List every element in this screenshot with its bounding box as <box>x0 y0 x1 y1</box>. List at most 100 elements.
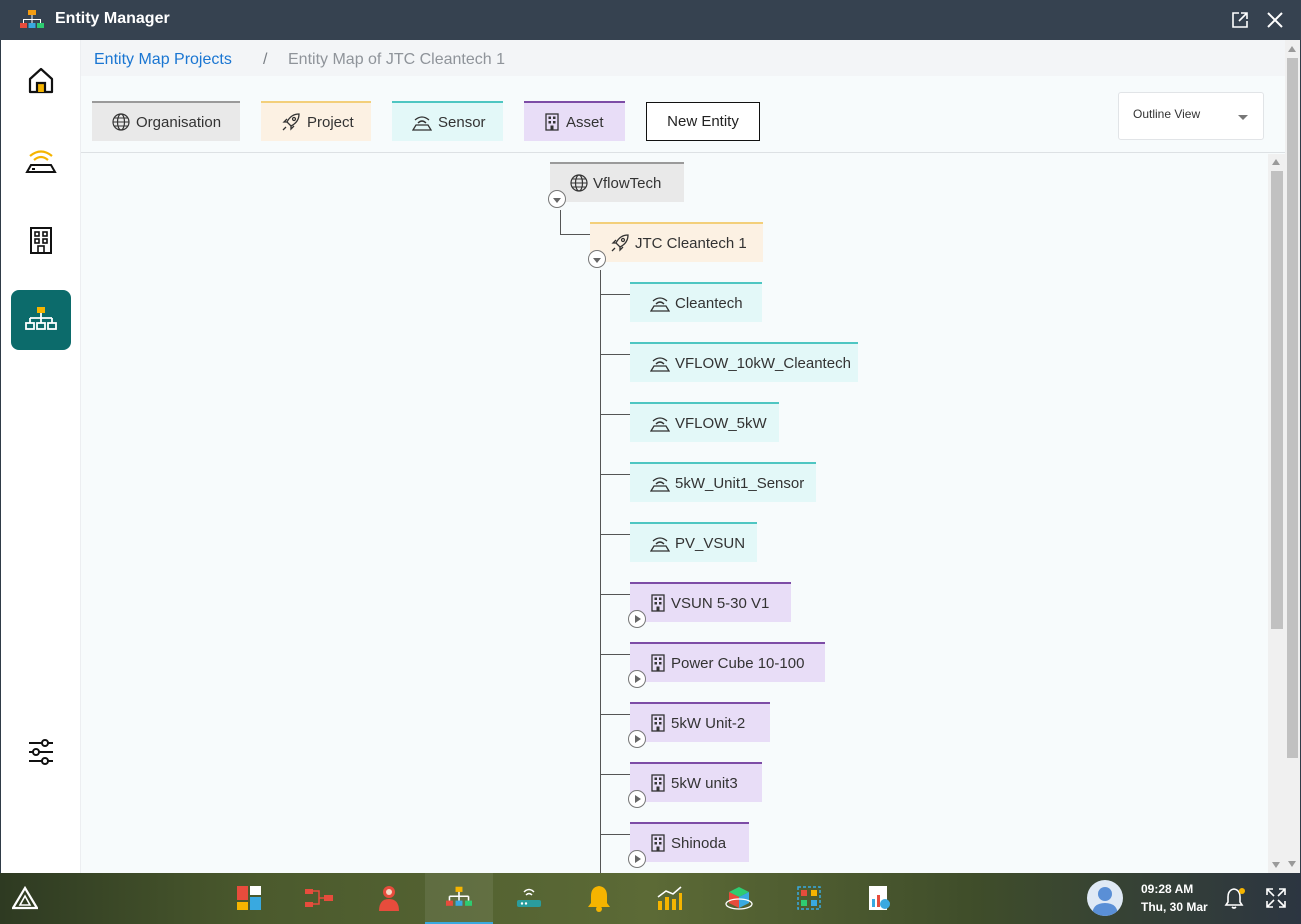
legend-organisation[interactable]: Organisation <box>92 101 240 141</box>
analytics-icon <box>657 886 682 910</box>
bell-icon <box>1224 888 1245 909</box>
taskbar-reports[interactable] <box>864 883 894 913</box>
user-icon <box>379 886 399 911</box>
scroll-down-icon[interactable] <box>1272 862 1280 868</box>
tree-node-organisation[interactable]: VflowTech <box>550 162 684 202</box>
expand-toggle[interactable] <box>628 850 646 868</box>
tree-connector <box>600 774 630 775</box>
tree-node-label: 5kW Unit-2 <box>671 714 746 732</box>
title-bar: Entity Manager <box>0 0 1301 40</box>
cube-icon <box>725 887 753 910</box>
expand-toggle[interactable] <box>628 610 646 628</box>
expand-toggle[interactable] <box>628 670 646 688</box>
tree-node-asset[interactable]: VSUN 5-30 V1 <box>630 582 791 622</box>
close-icon[interactable] <box>1265 10 1285 30</box>
tree-node-sensor[interactable]: 5kW_Unit1_Sensor <box>630 462 816 502</box>
expand-toggle[interactable] <box>628 790 646 808</box>
scrollbar-thumb[interactable] <box>1287 58 1298 758</box>
tree-node-sensor[interactable]: VFLOW_10kW_Cleantech <box>630 342 858 382</box>
building-icon <box>651 834 665 852</box>
start-icon[interactable] <box>12 886 38 910</box>
tree-node-project[interactable]: JTC Cleantech 1 <box>590 222 763 262</box>
breadcrumb: Entity Map Projects / Entity Map of JTC … <box>81 40 1285 76</box>
scroll-down-icon[interactable] <box>1288 861 1296 867</box>
scroll-up-icon[interactable] <box>1272 159 1280 165</box>
breadcrumb-entity-map-projects[interactable]: Entity Map Projects <box>94 51 232 68</box>
legend-project[interactable]: Project <box>261 101 371 141</box>
sidebar <box>1 40 81 873</box>
tree-connector <box>600 414 630 415</box>
tree-connector <box>600 294 630 295</box>
flow-icon <box>305 889 333 907</box>
chevron-right-icon <box>635 855 641 863</box>
scrollbar-thumb[interactable] <box>1271 171 1283 629</box>
dashboard-icon <box>237 886 261 910</box>
tree-node-asset[interactable]: Power Cube 10-100 <box>630 642 825 682</box>
tree-node-label: PV_VSUN <box>675 534 746 552</box>
legend-label: Project <box>307 113 354 131</box>
tree-node-label: VFLOW_5kW <box>675 414 767 432</box>
legend-asset[interactable]: Asset <box>524 101 625 141</box>
collapse-toggle[interactable] <box>548 190 566 208</box>
collapse-toggle[interactable] <box>588 250 606 268</box>
sidebar-item-sensors[interactable] <box>11 130 71 190</box>
building-icon <box>651 594 665 612</box>
tree-connector <box>600 654 630 655</box>
legend-sensor[interactable]: Sensor <box>392 101 503 141</box>
tree-node-asset[interactable]: 5kW Unit-2 <box>630 702 770 742</box>
tree-node-sensor[interactable]: Cleantech <box>630 282 762 322</box>
taskbar-diagram[interactable] <box>794 883 824 913</box>
taskbar: 09:28 AM Thu, 30 Mar <box>0 873 1301 924</box>
diagram-icon <box>797 886 821 910</box>
taskbar-devices[interactable] <box>514 883 544 913</box>
chevron-right-icon <box>635 735 641 743</box>
tree-connector <box>600 534 630 535</box>
taskbar-3d[interactable] <box>724 883 754 913</box>
chevron-right-icon <box>635 675 641 683</box>
tree-node-sensor[interactable]: VFLOW_5kW <box>630 402 779 442</box>
router-icon <box>517 888 541 907</box>
toolbar: Organisation Project Sensor <box>81 76 1285 153</box>
taskbar-entity-manager[interactable] <box>444 883 474 913</box>
taskbar-dashboard[interactable] <box>234 883 264 913</box>
notifications-button[interactable] <box>1222 885 1248 911</box>
fullscreen-button[interactable] <box>1263 885 1289 911</box>
tree-node-asset[interactable]: 5kW unit3 <box>630 762 762 802</box>
tree-connector <box>560 234 590 235</box>
breadcrumb-separator: / <box>263 51 268 68</box>
rocket-icon <box>611 234 629 252</box>
globe-icon <box>112 113 130 131</box>
view-select[interactable]: Outline View <box>1118 92 1264 140</box>
tree-node-label: 5kW unit3 <box>671 774 738 792</box>
sensor-icon <box>25 150 57 173</box>
sitemap-icon <box>25 307 57 330</box>
taskbar-users[interactable] <box>374 883 404 913</box>
sidebar-item-entity-map[interactable] <box>11 290 71 350</box>
report-icon <box>869 886 890 910</box>
tree-node-label: VflowTech <box>593 174 662 192</box>
window-scrollbar[interactable] <box>1285 40 1300 873</box>
building-icon <box>545 113 559 131</box>
tree-node-asset[interactable]: Shinoda <box>630 822 749 862</box>
taskbar-analytics[interactable] <box>654 883 684 913</box>
avatar-icon[interactable] <box>1087 880 1123 916</box>
tree-connector <box>600 834 630 835</box>
clock-time: 09:28 AM <box>1141 882 1194 896</box>
taskbar-flow[interactable] <box>304 883 334 913</box>
sensor-icon <box>650 417 670 432</box>
tree-node-label: Cleantech <box>675 294 743 312</box>
taskbar-alerts[interactable] <box>584 883 614 913</box>
sensor-icon <box>650 477 670 492</box>
sidebar-item-settings[interactable] <box>11 722 71 782</box>
tree-node-label: VFLOW_10kW_Cleantech <box>675 354 851 372</box>
tree-node-sensor[interactable]: PV_VSUN <box>630 522 757 562</box>
popout-icon[interactable] <box>1230 10 1250 30</box>
new-entity-button[interactable]: New Entity <box>646 102 760 141</box>
tree-scrollbar[interactable] <box>1268 154 1285 873</box>
expand-toggle[interactable] <box>628 730 646 748</box>
sidebar-item-home[interactable] <box>11 50 71 110</box>
scroll-up-icon[interactable] <box>1288 46 1296 52</box>
sidebar-item-assets[interactable] <box>11 210 71 270</box>
tree-connector <box>600 270 601 873</box>
sitemap-icon <box>446 886 472 906</box>
